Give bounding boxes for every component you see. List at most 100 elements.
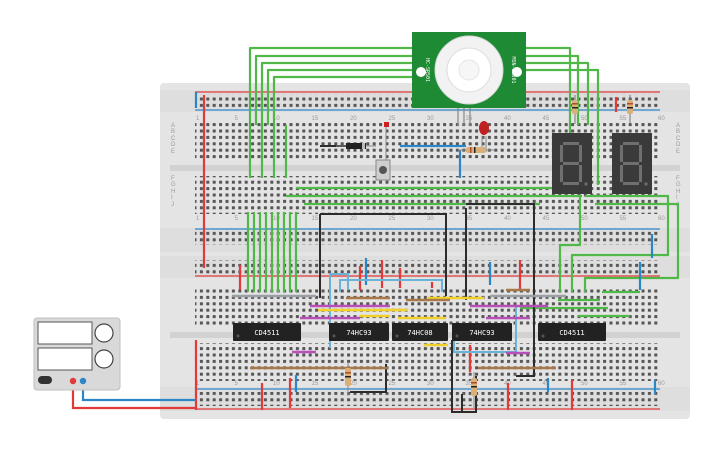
green-wires-right — [520, 125, 680, 318]
power-supply[interactable] — [33, 317, 121, 391]
blue-wires — [81, 92, 657, 402]
column-label: 50 — [581, 381, 588, 387]
column-label: 5 — [235, 216, 239, 222]
column-label: 60 — [658, 116, 665, 122]
diode[interactable] — [336, 143, 376, 149]
chip-label: CD4511 — [254, 329, 279, 337]
chip-label: 74HC93 — [469, 329, 494, 337]
row-label: D — [676, 142, 681, 148]
column-label: 30 — [427, 381, 434, 387]
chip-cd4511-right[interactable]: CD4511 — [538, 323, 606, 341]
negative-terminal[interactable] — [79, 377, 87, 385]
resistor-bottom-right[interactable] — [471, 372, 477, 408]
row-label: F — [171, 176, 175, 182]
pir-label-right: MSN-SM501 — [510, 56, 516, 83]
row-label: H — [676, 189, 680, 195]
chip-label: CD4511 — [559, 329, 584, 337]
resistor-display-left[interactable] — [572, 95, 578, 124]
row-label: A — [171, 123, 175, 129]
seven-segment-display-left[interactable] — [552, 133, 592, 194]
chip-cd4511-left[interactable]: CD4511 — [233, 323, 301, 341]
row-label: I — [171, 195, 173, 201]
ic-chips: CD4511 74HC93 74HC08 74HC93 CD4511 — [233, 323, 606, 341]
row-label: A — [676, 123, 680, 129]
column-label: 35 — [466, 216, 473, 222]
column-label: 35 — [466, 381, 473, 387]
column-label: 1 — [196, 381, 200, 387]
row-label: B — [676, 129, 680, 135]
column-label: 45 — [543, 116, 550, 122]
current-knob[interactable] — [94, 349, 114, 369]
column-label: 45 — [543, 381, 550, 387]
pushbutton[interactable] — [375, 159, 391, 181]
row-label: G — [676, 182, 681, 188]
pir-sensor[interactable]: HC-SR501 MSN-SM501 — [412, 32, 526, 126]
row-label: I — [676, 195, 678, 201]
chip-label: 74HC08 — [407, 329, 432, 337]
row-label: H — [171, 189, 175, 195]
positive-terminal[interactable] — [69, 377, 77, 385]
column-label: 55 — [620, 216, 627, 222]
seven-segment-display-right[interactable] — [612, 133, 652, 194]
column-label: 20 — [350, 216, 357, 222]
resistor-display-right[interactable] — [627, 95, 633, 124]
column-label: 20 — [350, 381, 357, 387]
purple-wires — [292, 304, 548, 355]
power-switch[interactable] — [38, 376, 52, 384]
column-label: 25 — [389, 381, 396, 387]
current-display — [37, 347, 93, 371]
voltage-knob[interactable] — [94, 323, 114, 343]
column-label: 55 — [620, 381, 627, 387]
red-wires — [71, 95, 618, 410]
row-label: C — [676, 136, 681, 142]
chip-74hc93[interactable]: 74HC93 — [329, 323, 389, 341]
pushbutton-indicator — [384, 122, 389, 160]
yellow-wires — [318, 296, 484, 347]
column-label: 20 — [350, 116, 357, 122]
column-label: 10 — [273, 216, 280, 222]
chip-74hc93-b[interactable]: 74HC93 — [452, 323, 512, 341]
chip-label: 74HC93 — [346, 329, 371, 337]
column-label: 10 — [273, 116, 280, 122]
row-label: J — [171, 202, 174, 208]
column-label: 25 — [389, 116, 396, 122]
column-label: 45 — [543, 216, 550, 222]
column-label: 25 — [389, 216, 396, 222]
row-label: F — [676, 176, 680, 182]
column-label: 1 — [196, 216, 200, 222]
resistor-led[interactable] — [458, 147, 494, 153]
column-label: 15 — [312, 381, 319, 387]
column-label: 60 — [658, 381, 665, 387]
row-label: E — [676, 149, 680, 155]
column-label: 10 — [273, 381, 280, 387]
resistor-bottom-left[interactable] — [345, 362, 351, 396]
column-label: 40 — [504, 116, 511, 122]
green-jumpers — [246, 125, 582, 292]
chip-74hc08[interactable]: 74HC08 — [392, 323, 448, 341]
column-label: 50 — [581, 216, 588, 222]
brown-wires — [250, 288, 556, 370]
row-label: G — [171, 182, 176, 188]
column-label: 30 — [427, 216, 434, 222]
column-label: 30 — [427, 116, 434, 122]
column-label: 5 — [235, 381, 239, 387]
column-label: 40 — [504, 216, 511, 222]
voltage-display — [37, 321, 93, 345]
column-label: 60 — [658, 216, 665, 222]
column-label: 55 — [620, 116, 627, 122]
pir-label-left: HC-SR501 — [424, 58, 430, 82]
column-label: 35 — [466, 116, 473, 122]
row-label: B — [171, 129, 175, 135]
row-label: C — [171, 136, 176, 142]
column-label: 15 — [312, 216, 319, 222]
column-label: 50 — [581, 116, 588, 122]
row-label: D — [171, 142, 176, 148]
column-label: 15 — [312, 116, 319, 122]
center-channel-top — [170, 165, 680, 171]
column-label: 5 — [235, 116, 239, 122]
